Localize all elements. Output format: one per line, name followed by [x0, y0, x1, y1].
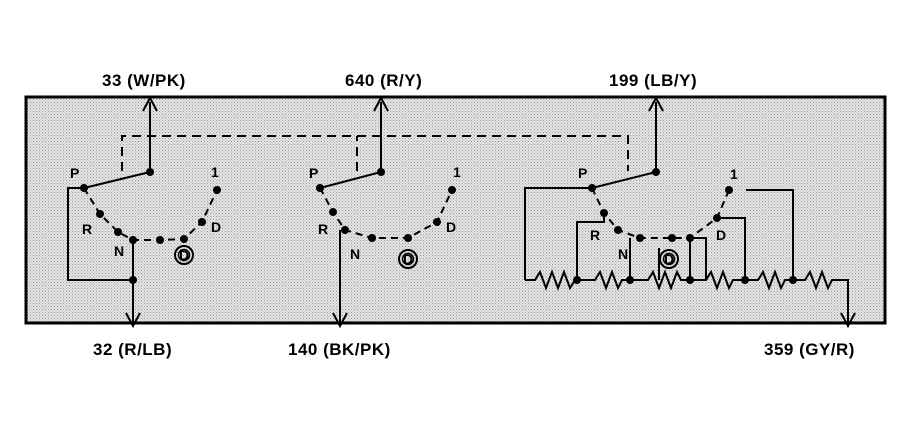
switch-1-contacts	[80, 168, 221, 284]
switch-2-label-overdrive: D	[403, 251, 413, 267]
switch-2-label-n: N	[350, 246, 360, 262]
wire-label-33: 33 (W/PK)	[102, 71, 186, 90]
wire-label-140: 140 (BK/PK)	[288, 340, 391, 359]
switch-3-contacts	[573, 168, 797, 284]
switch-2-overdrive-symbol	[398, 249, 418, 269]
switch-3-label-overdrive: D	[664, 251, 674, 267]
arrow-down-icon	[840, 312, 856, 329]
switch-3-label-r: R	[590, 227, 600, 243]
arrow-down-icon	[332, 312, 348, 329]
wire-label-359: 359 (GY/R)	[764, 340, 855, 359]
wire-label-32: 32 (R/LB)	[93, 340, 172, 359]
arrow-down-icon	[125, 312, 141, 329]
switch-1-label-overdrive: D	[179, 247, 189, 263]
wire-label-199: 199 (LB/Y)	[609, 71, 697, 90]
switch-1-label-n: N	[114, 243, 124, 259]
wire-label-640: 640 (R/Y)	[345, 71, 422, 90]
switch-3-overdrive-symbol	[659, 249, 679, 269]
switch-2-label-p: P	[309, 165, 318, 181]
switch-3-label-n: N	[618, 246, 628, 262]
switch-1-label-d: D	[211, 219, 221, 235]
switch-3-label-d: D	[716, 227, 726, 243]
switch-2-label-1: 1	[453, 164, 461, 180]
switch-2-label-d: D	[446, 219, 456, 235]
switch-3-label-1: 1	[730, 166, 738, 182]
switch-section-3	[524, 102, 849, 322]
switch-2-label-r: R	[318, 221, 328, 237]
switch-1-label-1: 1	[211, 164, 219, 180]
switch-1-overdrive-symbol	[174, 235, 194, 265]
arrow-up-icon	[142, 95, 158, 112]
switch-1-label-p: P	[70, 165, 79, 181]
switch-2-contacts	[316, 168, 456, 242]
switch-3-label-p: P	[578, 165, 587, 181]
switch-housing	[24, 95, 887, 325]
mechanical-linkage	[121, 135, 629, 171]
arrow-up-icon	[373, 95, 389, 112]
switch-1-label-r: R	[82, 221, 92, 237]
arrow-up-icon	[648, 95, 664, 112]
